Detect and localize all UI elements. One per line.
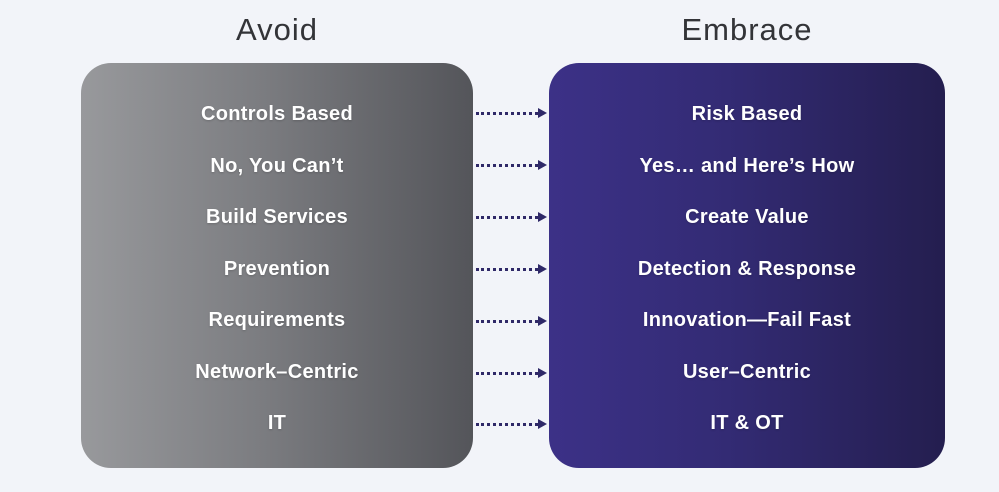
arrowhead-icon [538, 264, 547, 274]
dotted-arrow-icon [476, 315, 547, 327]
dotted-line [476, 111, 538, 115]
dotted-line [476, 267, 538, 271]
dotted-line [476, 422, 538, 426]
embrace-column-title: Embrace [681, 12, 813, 47]
embrace-item: Innovation—Fail Fast [642, 309, 852, 331]
embrace-panel: Risk Based Yes… and Here’s How Create Va… [549, 63, 945, 468]
dotted-line [476, 163, 538, 167]
dotted-arrow-icon [476, 367, 547, 379]
arrowhead-icon [538, 212, 547, 222]
dotted-arrow-icon [476, 263, 547, 275]
avoid-item: Network–Centric [195, 360, 359, 383]
embrace-item: Create Value [685, 206, 809, 228]
avoid-item: Controls Based [200, 103, 353, 125]
avoid-item: Build Services [205, 206, 349, 228]
avoid-item: Prevention [223, 257, 331, 280]
embrace-item: Yes… and Here’s How [639, 154, 855, 177]
dotted-line [476, 215, 538, 219]
embrace-item: User–Centric [682, 360, 812, 383]
arrowhead-icon [538, 316, 547, 326]
dotted-arrow-icon [476, 159, 547, 171]
embrace-item: Detection & Response [637, 257, 857, 280]
embrace-item: IT & OT [710, 412, 784, 434]
avoid-column-title: Avoid [236, 12, 318, 47]
arrowhead-icon [538, 368, 547, 378]
avoid-panel: Controls Based No, You Can’t Build Servi… [81, 63, 473, 468]
dotted-line [476, 371, 538, 375]
arrowhead-icon [538, 160, 547, 170]
arrowhead-icon [538, 108, 547, 118]
avoid-item: No, You Can’t [210, 154, 344, 177]
arrowhead-icon [538, 419, 547, 429]
dotted-arrow-icon [476, 107, 547, 119]
dotted-line [476, 319, 538, 323]
dotted-arrow-icon [476, 418, 547, 430]
embrace-item: Risk Based [691, 103, 803, 125]
dotted-arrow-icon [476, 211, 547, 223]
avoid-item: Requirements [208, 309, 346, 331]
avoid-item: IT [267, 412, 287, 434]
